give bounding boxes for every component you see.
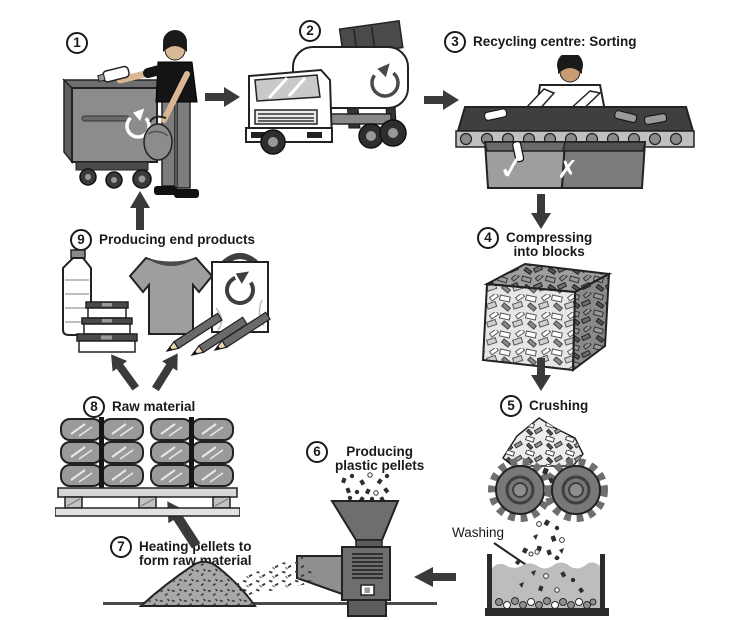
step-8-illustration-pallet: [55, 417, 240, 517]
hopper: [330, 500, 400, 541]
arrow-washing-to-step6: [414, 567, 456, 587]
step-6-illustration-pellet-machine: [296, 472, 400, 617]
arrow-step9-to-step1: [130, 191, 150, 230]
arrow-step1-to-step2: [205, 87, 240, 107]
step-8-number: 8: [83, 396, 105, 418]
step-9-text: Producing end products: [99, 232, 256, 247]
wooden-pallet: [55, 487, 240, 517]
garbage-truck: [245, 20, 409, 155]
pellet-machine: [296, 500, 400, 617]
step-2-number: 2: [299, 20, 321, 42]
step-5-number: 5: [500, 395, 522, 417]
arrow-step4-to-step5: [531, 358, 551, 391]
step-1-label: 1: [66, 32, 88, 54]
carried-bag: [143, 115, 173, 161]
accept-check-symbol: ✓: [496, 147, 529, 189]
washing-tank: [485, 547, 609, 616]
pieces-falling-into-tank: [514, 547, 585, 594]
end-product-pencils: [165, 311, 271, 356]
sediment-pieces: [495, 597, 597, 609]
compressed-block: [481, 262, 613, 373]
step-9-label: 9 Producing end products: [70, 229, 255, 251]
step-4-text: Compressing into blocks: [506, 230, 593, 259]
crushed-pieces-falling: [528, 467, 565, 560]
scrap-pile-on-crusher: [502, 417, 584, 467]
sorting-boxes: [483, 140, 647, 189]
ground-line: [103, 602, 437, 605]
step-5-illustration-crusher: [465, 417, 615, 560]
step-6-label: 6 Producing plastic pellets: [306, 441, 424, 472]
step-3-label: 3 Recycling centre: Sorting: [444, 31, 637, 53]
step-4-number: 4: [477, 227, 499, 249]
bottle-on-belt: [484, 108, 508, 121]
end-product-containers: [76, 301, 138, 353]
washing-label: Washing: [452, 525, 505, 540]
step-6-text: Producing plastic pellets: [335, 444, 425, 473]
step-2-illustration-garbage-truck: [245, 20, 409, 155]
end-product-tshirt: [128, 256, 214, 335]
step-1-illustration-bin-and-person: [62, 30, 199, 198]
step-7-illustration-pellet-pile: [138, 560, 257, 607]
step-3-number: 3: [444, 31, 466, 53]
step-3-text: Recycling centre: Sorting: [473, 34, 637, 49]
step-8-text: Raw material: [112, 399, 196, 414]
step-9-number: 9: [70, 229, 92, 251]
step-4-label: 4 Compressing into blocks: [477, 227, 592, 258]
step-2-label: 2: [299, 20, 321, 42]
step-8-label: 8 Raw material: [83, 396, 195, 418]
step-1-number: 1: [66, 32, 88, 54]
reject-cross-symbol: ✗: [557, 156, 578, 184]
shreds-entering-hopper: [341, 472, 390, 503]
pellet-pile: [138, 560, 257, 607]
step-4-illustration-compressed-block: [481, 262, 613, 373]
recycle-icon-on-bag: [225, 271, 255, 305]
arrow-step3-to-step4: [531, 194, 551, 229]
step-5-text: Crushing: [529, 398, 589, 413]
bottle-falling-into-box: [512, 140, 525, 163]
arrow-step2-to-step3: [424, 90, 459, 110]
arrows-step8-to-step9: [111, 353, 178, 392]
step-9-illustration-end-products: [62, 249, 271, 356]
step-3-illustration-sorting: [455, 55, 695, 189]
step-5-label: 5 Crushing: [500, 395, 588, 417]
plastic-bottle: [97, 65, 130, 83]
person-depositing-bottle: [97, 30, 199, 198]
step-6-number: 6: [306, 441, 328, 463]
step-7-number: 7: [110, 536, 132, 558]
raw-material-sacks: [60, 417, 234, 490]
